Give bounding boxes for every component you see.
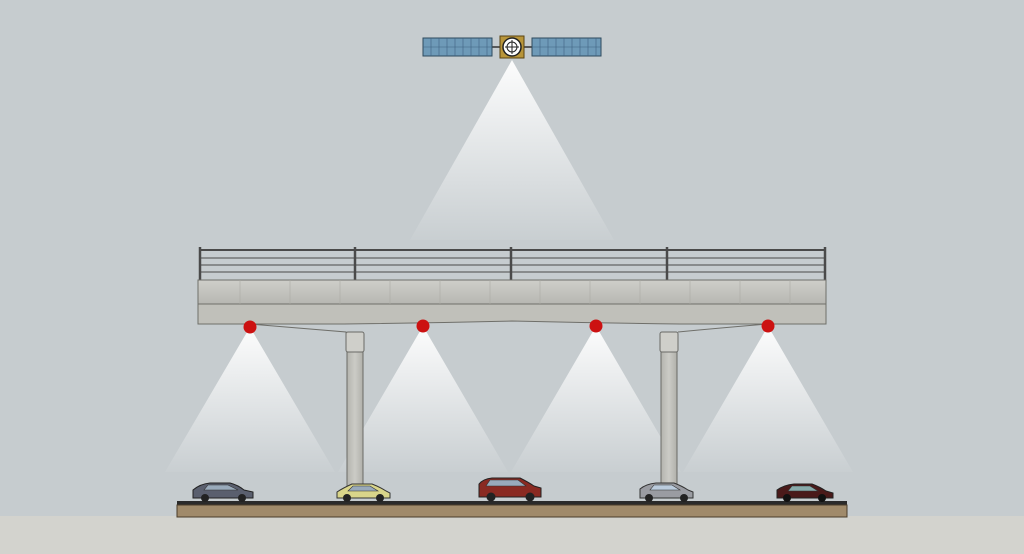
- bridge-deck: [197, 279, 827, 334]
- satellite-icon: [422, 35, 602, 59]
- car-icon: [336, 483, 391, 502]
- sensor-beam: [165, 327, 335, 472]
- sensor-dot: [761, 319, 775, 333]
- sensor-dot: [589, 319, 603, 333]
- sensor-beam: [338, 326, 508, 472]
- sensor-dot: [416, 319, 430, 333]
- sensor-dot: [243, 320, 257, 334]
- ground: [0, 516, 1024, 554]
- car-icon: [478, 477, 542, 502]
- car-icon: [639, 482, 694, 502]
- bridge-railing: [198, 247, 827, 280]
- bridge-pier: [345, 331, 365, 493]
- bridge-pier: [659, 331, 679, 493]
- car-icon: [776, 483, 834, 502]
- car-icon: [192, 482, 254, 502]
- satellite-beam: [410, 60, 614, 240]
- sensor-beam: [683, 326, 853, 472]
- sensor-beam: [511, 326, 681, 472]
- road: [176, 501, 848, 518]
